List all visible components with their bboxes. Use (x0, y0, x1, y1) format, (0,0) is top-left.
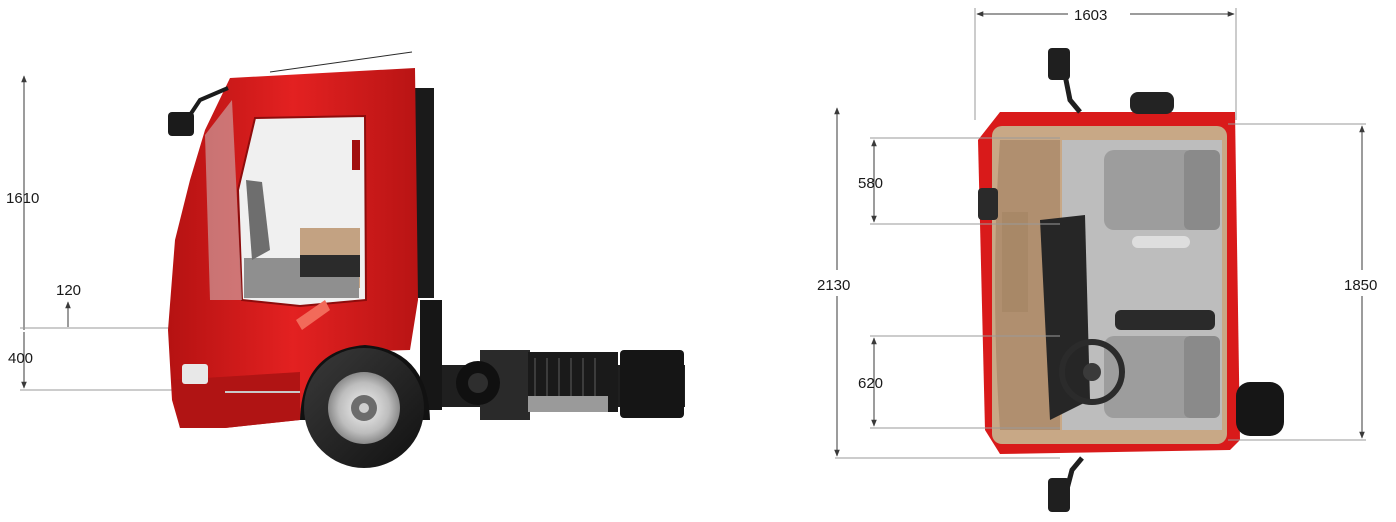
truck-cab-top (978, 48, 1284, 512)
dim-label-interior-length: 1850 (1344, 277, 1377, 294)
top-view (834, 8, 1366, 512)
dim-label-overall-length: 2130 (817, 277, 850, 294)
seat-front (1104, 150, 1220, 230)
front-wheel (300, 345, 430, 468)
cab-rear-vent (414, 88, 434, 298)
dim-label-seat-depth-rear: 620 (858, 375, 883, 392)
dim-label-cab-height: 1610 (6, 190, 39, 207)
truck-cab-side (168, 51, 418, 428)
dim-label-cab-width: 1603 (1074, 7, 1107, 24)
side-mirror (168, 86, 229, 136)
dim-label-step-height: 120 (56, 282, 81, 299)
seat-rear (1104, 336, 1220, 418)
dim-label-seat-depth-front: 580 (858, 175, 883, 192)
truck-chassis (420, 300, 685, 420)
side-view (20, 51, 685, 468)
dim-label-ground-clearance: 400 (8, 350, 33, 367)
